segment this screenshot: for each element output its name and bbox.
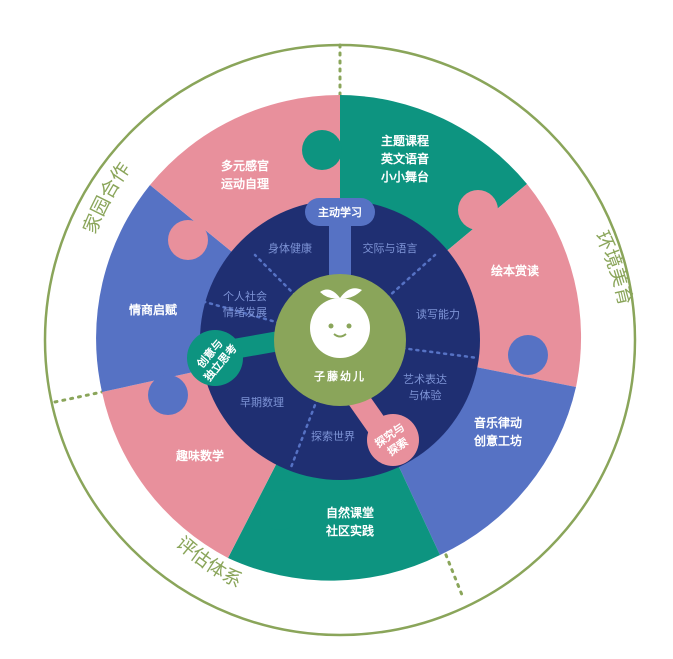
label-literacy: 读写能力 [416, 307, 460, 321]
label-nature-1: 自然课堂 [326, 505, 374, 520]
label-explore-world: 探索世界 [311, 429, 355, 443]
divider-dots-left [53, 390, 104, 404]
label-body-health: 身体健康 [268, 241, 312, 255]
leaf-right-icon [340, 288, 362, 299]
label-social-2: 情绪发展 [223, 305, 267, 319]
label-active-learning: 主动学习 [318, 205, 362, 219]
label-picture-book: 绘本赏读 [491, 263, 539, 278]
label-senses-2: 运动自理 [221, 176, 269, 191]
label-senses-1: 多元感官 [221, 158, 269, 173]
label-art-1: 艺术表达 [403, 372, 447, 386]
label-topic-course-3: 小小舞台 [381, 169, 429, 184]
brand-face [310, 298, 370, 358]
pill-active-learning [305, 198, 375, 226]
face-eye-right [346, 323, 352, 329]
label-early-math: 早期数理 [240, 396, 284, 409]
brand-name: 子藤幼儿 [314, 369, 366, 383]
knob-pink-left [168, 220, 208, 260]
face-eye-left [328, 323, 334, 329]
label-eq: 情商启赋 [129, 302, 177, 317]
pill-stem-top [329, 215, 351, 285]
face-smile [333, 333, 347, 338]
leaf-left-icon [320, 289, 340, 299]
label-topic-course-1: 主题课程 [381, 133, 429, 148]
label-music-2: 创意工坊 [473, 433, 522, 448]
outer-label-environment: 环境美育 [591, 228, 637, 308]
label-nature-2: 社区实践 [325, 523, 374, 538]
pill-creative [187, 330, 243, 386]
sector-labels: 主题课程 英文语音 小小舞台 绘本赏读 音乐律动 创意工坊 自然课堂 社区实践 … [129, 133, 539, 538]
label-art-2: 与体验 [409, 388, 442, 402]
knob-blue-left [148, 375, 188, 415]
knob-teal-bottom [260, 490, 300, 530]
label-social-1: 个人社会 [223, 289, 267, 303]
inner-ring-labels: 身体健康 交际与语言 读写能力 艺术表达 与体验 探索世界 早期数理 个人社会 … [223, 241, 460, 443]
puzzle-knobs [148, 130, 548, 530]
knob-pink-right [458, 190, 498, 230]
label-communication: 交际与语言 [363, 241, 418, 255]
label-math: 趣味数学 [175, 448, 224, 463]
knob-blue-bottom [422, 470, 462, 510]
label-topic-course-2: 英文语音 [381, 151, 429, 166]
label-music-1: 音乐律动 [474, 415, 522, 430]
knob-blue-right [508, 335, 548, 375]
pill-explore [367, 414, 419, 466]
knob-teal-top [302, 130, 342, 170]
